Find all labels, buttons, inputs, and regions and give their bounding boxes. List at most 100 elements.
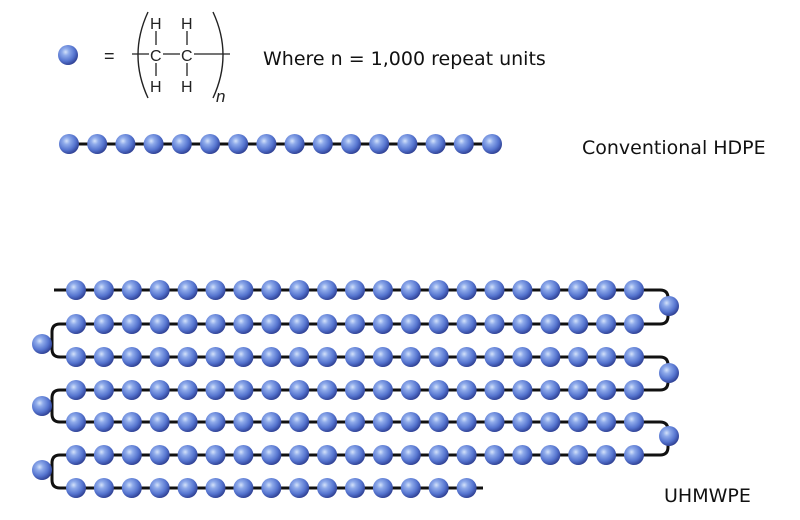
bead-icon bbox=[177, 314, 198, 334]
bead-icon bbox=[289, 280, 310, 300]
bead-icon bbox=[66, 380, 86, 400]
bead-icon bbox=[149, 380, 170, 400]
bead-icon bbox=[345, 280, 365, 300]
bead-icon bbox=[149, 478, 170, 498]
bead-icon bbox=[484, 314, 505, 334]
bead-icon bbox=[32, 460, 52, 480]
bead-icon bbox=[659, 426, 679, 446]
bead-icon bbox=[456, 347, 477, 367]
bead-icon bbox=[121, 412, 142, 432]
bead-icon bbox=[200, 134, 220, 154]
bead-icon bbox=[596, 347, 617, 367]
bead-icon bbox=[233, 314, 254, 334]
bead-icon bbox=[624, 347, 644, 367]
bead-icon bbox=[289, 380, 310, 400]
bead-icon bbox=[121, 280, 142, 300]
bead-icon bbox=[540, 445, 561, 465]
legend-bead-icon bbox=[58, 45, 78, 65]
bead-icon bbox=[317, 314, 338, 334]
bead-icon bbox=[289, 314, 310, 334]
bead-icon bbox=[284, 134, 305, 154]
bead-icon bbox=[32, 334, 52, 354]
bead-icon bbox=[233, 478, 254, 498]
bead-icon bbox=[596, 412, 617, 432]
bead-icon bbox=[289, 412, 310, 432]
bead-icon bbox=[317, 478, 338, 498]
uhmwpe-chain bbox=[32, 280, 679, 498]
bead-icon bbox=[121, 478, 142, 498]
bead-icon bbox=[624, 445, 644, 465]
bead-icon bbox=[177, 380, 198, 400]
bead-icon bbox=[59, 134, 79, 154]
bead-icon bbox=[149, 412, 170, 432]
bead-icon bbox=[93, 380, 114, 400]
bead-icon bbox=[177, 445, 198, 465]
bead-icon bbox=[345, 478, 365, 498]
bead-icon bbox=[149, 280, 170, 300]
bead-icon bbox=[177, 412, 198, 432]
bead-icon bbox=[149, 314, 170, 334]
bead-icon bbox=[484, 445, 505, 465]
bead-icon bbox=[149, 445, 170, 465]
bead-icon bbox=[66, 314, 86, 334]
atom-h: H bbox=[150, 16, 162, 33]
bead-icon bbox=[400, 412, 421, 432]
bead-icon bbox=[121, 347, 142, 367]
hdpe-chain bbox=[59, 134, 502, 154]
bead-icon bbox=[312, 134, 333, 154]
bead-icon bbox=[456, 380, 477, 400]
bead-icon bbox=[205, 445, 226, 465]
bead-icon bbox=[456, 478, 477, 498]
bead-icon bbox=[143, 134, 164, 154]
bead-icon bbox=[568, 314, 589, 334]
bead-icon bbox=[453, 134, 474, 154]
bead-icon bbox=[317, 347, 338, 367]
bead-icon bbox=[345, 445, 365, 465]
bead-icon bbox=[456, 314, 477, 334]
bead-icon bbox=[482, 134, 502, 154]
bead-icon bbox=[317, 445, 338, 465]
bead-icon bbox=[659, 363, 679, 383]
bead-icon bbox=[256, 134, 277, 154]
bead-icon bbox=[121, 445, 142, 465]
bead-icon bbox=[345, 314, 365, 334]
bead-icon bbox=[93, 412, 114, 432]
bead-icon bbox=[261, 280, 282, 300]
bead-icon bbox=[233, 380, 254, 400]
hdpe-label: Conventional HDPE bbox=[582, 137, 766, 159]
bead-icon bbox=[345, 347, 365, 367]
bead-icon bbox=[289, 347, 310, 367]
bead-icon bbox=[93, 478, 114, 498]
bead-icon bbox=[289, 478, 310, 498]
bead-icon bbox=[400, 478, 421, 498]
bead-icon bbox=[261, 347, 282, 367]
bead-icon bbox=[624, 280, 644, 300]
bead-icon bbox=[171, 134, 192, 154]
bead-icon bbox=[341, 134, 361, 154]
bead-icon bbox=[372, 314, 393, 334]
bead-icon bbox=[233, 280, 254, 300]
bead-icon bbox=[540, 347, 561, 367]
bead-icon bbox=[568, 445, 589, 465]
bead-icon bbox=[425, 134, 446, 154]
bead-icon bbox=[177, 280, 198, 300]
bead-icon bbox=[484, 347, 505, 367]
bead-icon bbox=[484, 280, 505, 300]
bead-icon bbox=[121, 380, 142, 400]
bead-icon bbox=[400, 347, 421, 367]
atom-c: C bbox=[150, 48, 162, 65]
bead-icon bbox=[205, 412, 226, 432]
bead-icon bbox=[93, 280, 114, 300]
bead-icon bbox=[372, 347, 393, 367]
bead-icon bbox=[484, 412, 505, 432]
bead-icon bbox=[205, 347, 226, 367]
bead-icon bbox=[66, 445, 86, 465]
bead-icon bbox=[428, 380, 449, 400]
bead-icon bbox=[121, 314, 142, 334]
bead-icon bbox=[205, 314, 226, 334]
bead-icon bbox=[205, 380, 226, 400]
bead-icon bbox=[289, 445, 310, 465]
atom-h: H bbox=[181, 79, 193, 96]
bead-icon bbox=[568, 412, 589, 432]
